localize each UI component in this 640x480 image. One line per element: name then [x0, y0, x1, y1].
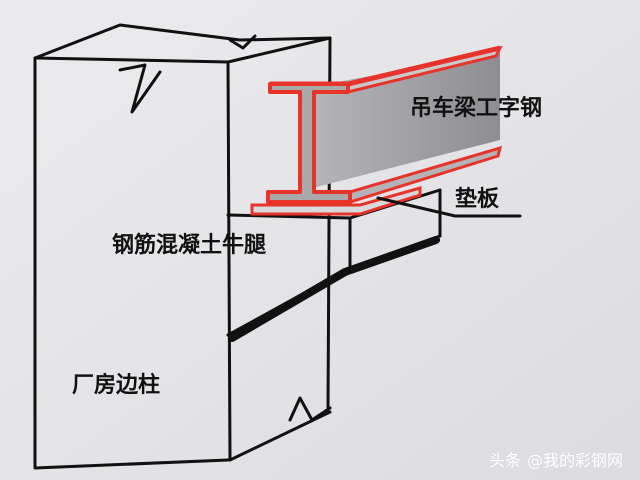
beam-i-section-end — [266, 82, 352, 204]
watermark-account: @我的彩钢网 — [527, 451, 623, 470]
column-top-face — [33, 23, 332, 64]
corbel-label: 钢筋混凝土牛腿 — [112, 232, 266, 258]
corbel-slope-shadow — [228, 236, 440, 342]
crane-beam-label: 吊车梁工字钢 — [410, 95, 542, 121]
pad-plate-leader — [376, 196, 522, 218]
watermark-brand: 头条 — [489, 451, 521, 470]
column-label: 厂房边柱 — [72, 372, 160, 398]
pad-plate — [250, 186, 422, 216]
pad-plate-label: 垫板 — [455, 186, 500, 212]
break-mark-top-edge — [228, 34, 257, 50]
watermark: 头条 @我的彩钢网 — [489, 451, 623, 470]
pad-plate-shape — [250, 186, 422, 216]
column-front-edges — [33, 56, 230, 470]
break-mark-top — [118, 63, 162, 114]
crane-beam — [266, 45, 503, 204]
break-mark-bottom — [288, 396, 332, 422]
